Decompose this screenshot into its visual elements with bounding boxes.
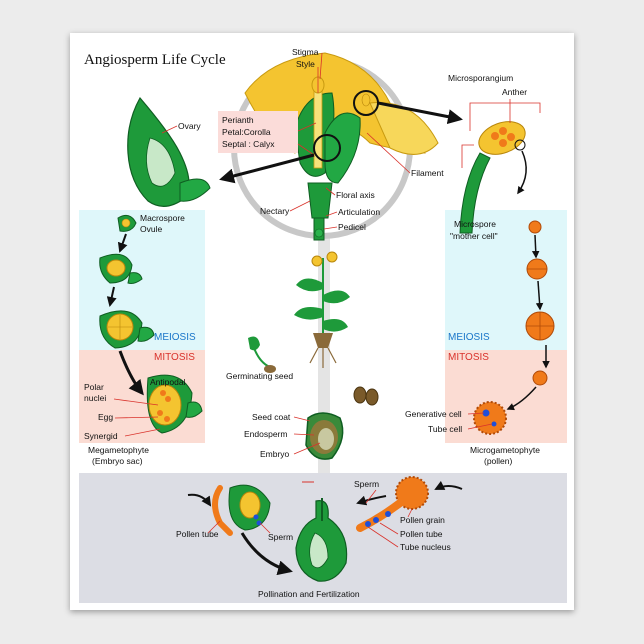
pollen-grain-right (473, 401, 507, 435)
mitosis-label-right: MITOSIS (448, 352, 489, 363)
ovule-stage-3 (99, 310, 155, 349)
meiosis-label-right: MEIOSIS (448, 332, 490, 343)
label-tube-cell: Tube cell (428, 424, 462, 434)
mitosis-band-right (445, 350, 567, 443)
arrow-to-ovary (219, 153, 315, 184)
label-sperm-right: Sperm (354, 479, 379, 489)
label-perianth: Perianth (222, 115, 254, 125)
label-pollen-grain: Pollen grain (400, 515, 445, 525)
microspore-cell (528, 220, 542, 234)
label-pedicel: Pedicel (338, 222, 366, 232)
caption-pollination: Pollination and Fertilization (258, 589, 360, 599)
seed-1 (353, 386, 367, 404)
label-petal: Petal:Corolla (222, 127, 271, 137)
label-polar-2: nuclei (84, 393, 106, 403)
stamen-illustration (459, 121, 526, 234)
arrow-to-anther (377, 101, 463, 125)
tetrad-cell (525, 311, 555, 341)
label-seed-coat: Seed coat (252, 412, 291, 422)
poster: Angiosperm Life Cycle Stigma Style Peria… (70, 33, 574, 610)
label-floral-axis: Floral axis (336, 190, 375, 200)
label-sperm-left: Sperm (268, 532, 293, 542)
germinating-seed (248, 336, 276, 373)
single-microspore (532, 370, 548, 386)
label-tube-nucleus: Tube nucleus (400, 542, 451, 552)
embryo-sac (146, 374, 203, 434)
label-polar-1: Polar (84, 382, 104, 392)
life-cycle-diagram: Angiosperm Life Cycle Stigma Style Peria… (79, 47, 567, 603)
label-antipodal: Antipodal (150, 377, 186, 387)
label-endosperm: Endosperm (244, 429, 287, 439)
macrospore-ovule (117, 214, 137, 232)
label-ovule: Ovule (140, 224, 162, 234)
fertilized-ovary (295, 498, 348, 582)
label-synergid: Synergid (84, 431, 118, 441)
label-pollen-tube-left: Pollen tube (176, 529, 219, 539)
label-anther: Anther (502, 87, 527, 97)
mitosis-label-left: MITOSIS (154, 352, 195, 363)
label-nectary: Nectary (260, 206, 290, 216)
ovule-with-pollen-tube (212, 484, 271, 536)
label-microgametophyte: Microgametophyte (470, 445, 540, 455)
label-megametophyte: Megametophyte (88, 445, 149, 455)
label-ovary: Ovary (178, 121, 201, 131)
diagram-title: Angiosperm Life Cycle (84, 52, 226, 68)
label-egg: Egg (98, 412, 113, 422)
meiosis-label-left: MEIOSIS (154, 332, 196, 343)
label-articulation: Articulation (338, 207, 380, 217)
label-microspore: Microspore (454, 219, 496, 229)
label-mother-cell: "mother cell" (450, 231, 498, 241)
seed-cross-section (305, 412, 344, 460)
label-filament: Filament (411, 168, 444, 178)
label-embryo: Embryo (260, 449, 290, 459)
label-style: Style (296, 59, 315, 69)
label-stigma: Stigma (292, 47, 319, 57)
label-embryo-sac: (Embryo sac) (92, 456, 143, 466)
label-macrospore: Macrospore (140, 213, 185, 223)
label-pollen: (pollen) (484, 456, 513, 466)
perianth-box (218, 111, 298, 153)
label-septal: Septal : Calyx (222, 139, 275, 149)
label-pollen-tube-right: Pollen tube (400, 529, 443, 539)
seed-2 (365, 388, 379, 406)
label-generative-cell: Generative cell (405, 409, 462, 419)
label-germinating-seed: Germinating seed (226, 371, 293, 381)
ovary-illustration (127, 96, 211, 207)
sporophyte-plant (294, 251, 350, 368)
ovule-stage-2 (99, 253, 143, 284)
label-microsporangium: Microsporangium (448, 73, 513, 83)
dividing-cell-1 (526, 258, 548, 280)
